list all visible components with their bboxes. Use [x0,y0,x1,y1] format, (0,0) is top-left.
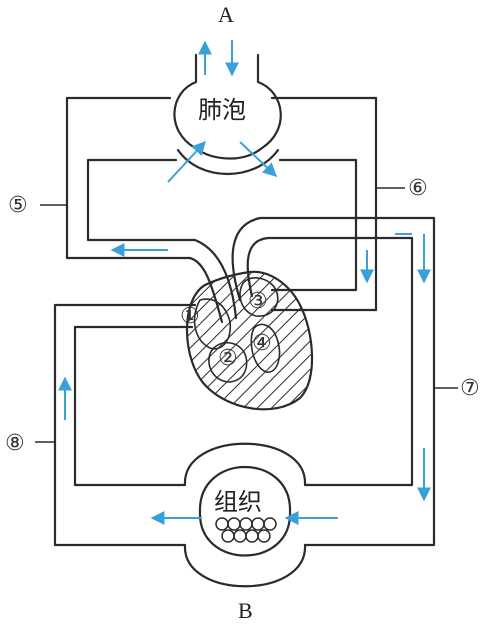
co2-arrow [167,140,206,183]
marker-2: ② [218,346,238,371]
label-a: A [218,2,234,27]
o2-arrow [239,141,278,177]
cells [215,517,277,543]
tissue-label: 组织 [214,488,262,516]
marker-5: ⑤ [8,193,28,218]
alveolus-label: 肺泡 [198,96,246,124]
marker-4: ④ [252,331,272,356]
alveolus [173,53,282,176]
marker-8: ⑧ [5,431,25,456]
label-b: B [238,598,253,623]
marker-6: ⑥ [408,176,428,201]
marker-1: ① [180,304,200,329]
pulmonary-circuit [65,96,378,312]
marker-3: ③ [248,289,268,314]
marker-7: ⑦ [460,376,480,401]
heart [185,270,314,411]
